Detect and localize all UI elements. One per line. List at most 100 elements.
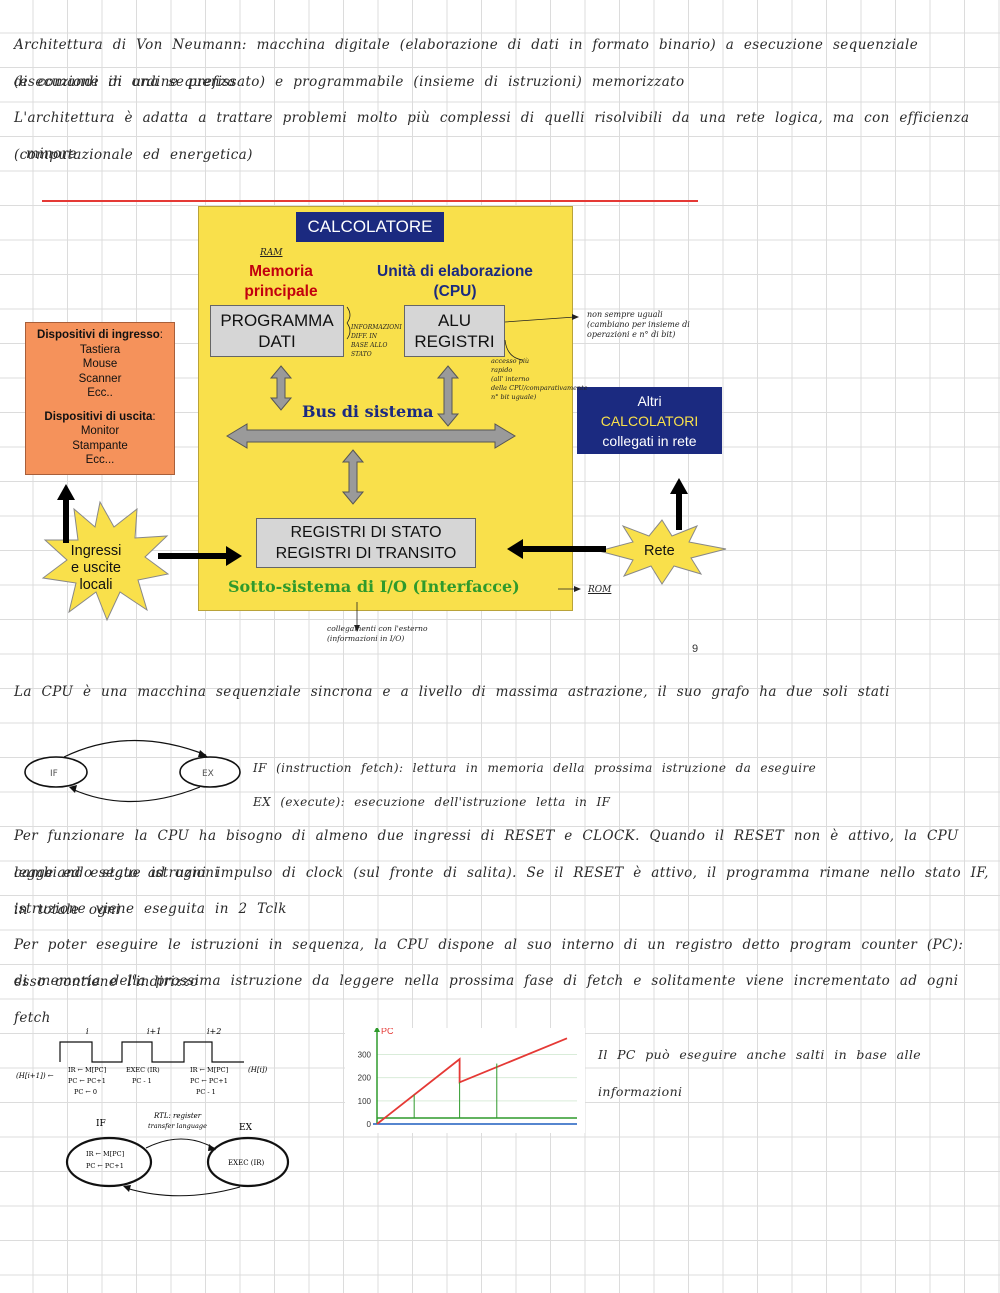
info-annotation-4: STATO	[351, 351, 372, 358]
registers-annotation: accesso più rapido (all' interno della C…	[491, 357, 588, 402]
local-io-line-3: locali	[79, 577, 113, 593]
reset-clock-line-2: cambiando stato ad ogni impulso di clock…	[14, 865, 989, 918]
rtl-col2-1: EXEC (IR)	[126, 1066, 160, 1074]
other-computers-line-1: Altri	[637, 393, 662, 409]
network-starburst	[597, 519, 727, 585]
if-description: IF (instruction fetch): lettura in memor…	[253, 761, 817, 775]
calcolatore-title: CALCOLATORE	[296, 212, 444, 242]
transit-registers-label: REGISTRI DI TRANSITO	[275, 545, 457, 562]
alu-annotation-1: non sempre uguali	[587, 310, 663, 319]
info-annotation-3: BASE ALLO	[351, 342, 388, 349]
rtl-ex-node	[206, 1136, 290, 1188]
rtl-col3-1: IR ← M[PC]	[190, 1066, 228, 1074]
rtl-if-label: IF	[96, 1119, 106, 1129]
slide-graphics	[41, 306, 727, 632]
reset-clock-line-3: istruzione viene eseguita in 2 Tclk	[14, 901, 287, 917]
memory-bus-arrow	[269, 365, 293, 411]
cpu-title: Unità di elaborazione (CPU)	[355, 262, 555, 302]
io-annotation-2: (informazioni in I/O)	[327, 634, 405, 643]
pc-jump-note: Il PC può eseguire anche salti in base a…	[598, 1047, 922, 1099]
right-state-label: (H[i])	[248, 1066, 268, 1074]
network-label: Rete	[644, 543, 675, 559]
network-to-io-arrow	[507, 539, 606, 559]
y-tick-label: 200	[358, 1074, 372, 1083]
rtl-col1-1: IR ← M[PC]	[68, 1066, 106, 1074]
y-tick-label: 100	[358, 1097, 372, 1106]
ram-note: RAM	[260, 248, 283, 258]
output-device-1: Monitor	[80, 425, 120, 437]
io-subsystem-label: Sotto-sistema di I/O (Interfacce)	[228, 577, 520, 596]
left-state-label: (H[i+1]) ←	[16, 1072, 54, 1080]
alu-label: ALU	[437, 311, 472, 330]
rom-annotation: ROM	[588, 585, 612, 595]
local-to-devices-arrow	[57, 484, 75, 543]
state-graph: IF EX	[24, 739, 241, 803]
cpu-description: La CPU è una macchina sequenziale sincro…	[14, 684, 890, 700]
clock-wave	[59, 1041, 244, 1063]
system-bus-label: Bus di sistema	[302, 402, 434, 421]
registers-annotation-2: rapido	[491, 366, 513, 374]
notes-line-3: L'architettura è adatta a trattare probl…	[14, 110, 970, 163]
tick-label-1: i+1	[147, 1027, 161, 1036]
alu-annotation-3: operazioni e n° di bit)	[587, 330, 676, 339]
rtl-col2-2: PC - 1	[132, 1077, 152, 1085]
output-devices-title: Dispositivi di uscita:	[44, 410, 156, 423]
rtl-col1-2: PC ← PC+1	[68, 1077, 106, 1085]
ex-description: EX (execute): esecuzione dell'istruzione…	[253, 795, 611, 809]
rtl-note-1: RTL: register	[153, 1112, 202, 1120]
input-device-1: Tastiera	[79, 343, 121, 356]
rtl-if-node	[65, 1136, 153, 1188]
other-computers-line-2: CALCOLATORI	[600, 413, 699, 429]
io-registers-box: REGISTRI DI STATO REGISTRI DI TRANSITO	[256, 518, 476, 568]
info-annotation: INFORMAZIONI DIFF. IN BASE ALLO STATO	[351, 323, 402, 359]
memory-title-line-1: Memoria	[249, 263, 313, 280]
status-registers-label: REGISTRI DI STATO	[290, 524, 442, 541]
notes-line-1: Architettura di Von Neumann: macchina di…	[14, 37, 919, 90]
notes-line-4: minore	[26, 146, 77, 162]
if-state-node	[24, 756, 88, 788]
rtl-col3-3: PC - 1	[196, 1088, 216, 1096]
tick-label-0: i	[86, 1027, 89, 1036]
program-label: PROGRAMMA	[220, 311, 334, 330]
output-device-2: Stampante	[72, 439, 128, 452]
bus-io-arrow	[341, 449, 365, 505]
info-annotation-1: INFORMAZIONI	[351, 324, 402, 331]
computer-architecture-slide: CALCOLATORE RAM Memoria principale Unità…	[17, 200, 737, 660]
registers-annotation-1: accesso più	[491, 357, 530, 365]
local-io-line-2: e uscite	[71, 560, 121, 576]
memory-title: Memoria principale	[222, 262, 340, 302]
io-annotation-1: collegamenti con l'esterno	[327, 624, 428, 633]
other-computers-box: Altri CALCOLATORI collegati in rete	[577, 387, 722, 454]
input-device-3: Scanner	[78, 372, 122, 385]
rtl-if-node-2: PC ← PC+1	[86, 1162, 124, 1170]
network-to-computers-arrow	[670, 478, 688, 530]
program-data-box: PROGRAMMA DATI	[210, 305, 344, 357]
pc-line-1: Per poter eseguire le istruzioni in sequ…	[14, 937, 964, 990]
input-device-4: Ecc..	[87, 387, 113, 399]
rtl-note-2: transfer language	[148, 1122, 207, 1130]
rtl-ex-label: EX	[239, 1123, 253, 1133]
rtl-col1-3: PC ← 0	[74, 1088, 97, 1096]
rtl-ex-node-label: EXEC (IR)	[228, 1159, 265, 1167]
ex-state-node	[179, 756, 241, 788]
y-axis-label: PC	[381, 1028, 394, 1036]
red-divider	[42, 200, 698, 202]
pc-series-line	[376, 1037, 568, 1125]
rtl-if-node-1: IR ← M[PC]	[86, 1150, 124, 1158]
alu-annotation: non sempre uguali (cambiano per insieme …	[587, 310, 690, 340]
registers-annotation-5: n° bit uguale)	[491, 393, 537, 401]
local-to-io-arrow	[158, 546, 242, 566]
registers-label: REGISTRI	[414, 332, 495, 351]
if-to-ex-edge	[63, 739, 207, 758]
registers-annotation-3: (all' interno	[491, 375, 530, 383]
ex-to-if-edge	[71, 786, 201, 803]
notes-line-2: di comandi in ordine prefissato) e progr…	[14, 74, 685, 90]
y-tick-label: 0	[367, 1120, 372, 1129]
rtl-col3-2: PC ← PC+1	[190, 1077, 228, 1085]
devices-box: Dispositivi di ingresso: Tastiera Mouse …	[25, 322, 175, 475]
ex-state-label: EX	[202, 769, 214, 779]
slide-page-number: 9	[692, 643, 699, 655]
memory-title-line-2: principale	[244, 283, 318, 300]
system-bus-arrow	[226, 423, 516, 449]
registers-annotation-4: della CPU/comparativamente	[491, 384, 588, 392]
